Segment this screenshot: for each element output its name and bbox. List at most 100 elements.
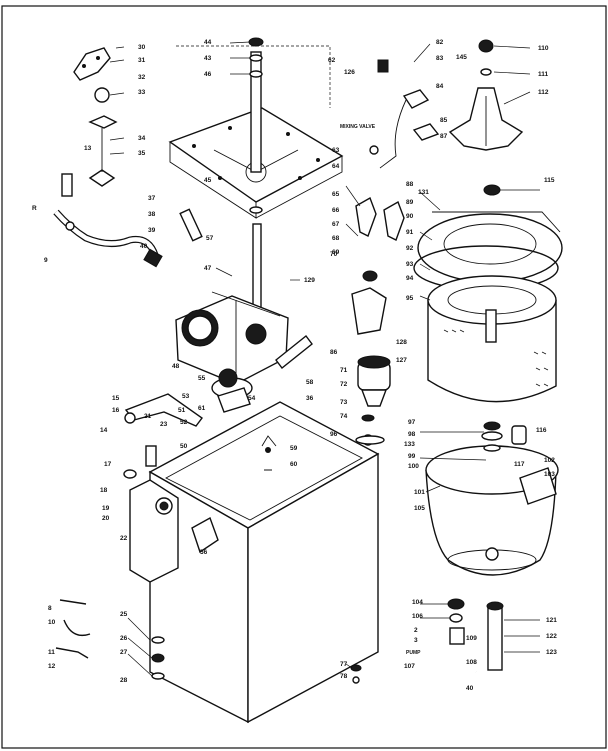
callout-17: 17 (104, 461, 112, 468)
callout-44: 44 (204, 39, 212, 46)
callout-111: 111 (538, 71, 549, 78)
callout-R: R (32, 205, 37, 212)
callout-121: 121 (546, 617, 557, 624)
callout-40: 40 (140, 243, 148, 250)
callout-13: 13 (84, 145, 92, 152)
callout-31: 31 (138, 57, 146, 64)
callout-43: 43 (204, 55, 212, 62)
callout-83: 83 (436, 55, 444, 62)
callout-66: 66 (332, 207, 340, 214)
callout-112: 112 (538, 89, 549, 96)
callout-45: 45 (204, 177, 212, 184)
callout-126: 126 (344, 69, 355, 76)
pulley-belt-parts (179, 208, 313, 413)
drain-hose (53, 209, 163, 268)
callout-pump: PUMP (406, 650, 421, 656)
callout-3: 3 (414, 637, 418, 644)
drawing-frame (1, 5, 607, 749)
callout-37: 37 (148, 195, 156, 202)
callout-65: 65 (332, 191, 340, 198)
callout-34: 34 (138, 135, 146, 142)
callout-61: 61 (198, 405, 206, 412)
callout-85: 85 (440, 117, 448, 124)
callout-145: 145 (456, 54, 467, 61)
callout-92: 92 (406, 245, 414, 252)
callout-26: 26 (120, 635, 128, 642)
callout-116: 116 (536, 427, 547, 434)
callout-46: 46 (204, 71, 212, 78)
callout-97: 97 (408, 419, 416, 426)
transmission-assembly (175, 291, 289, 399)
callout-51: 51 (178, 407, 186, 414)
callout-59: 59 (290, 445, 298, 452)
callout-128: 128 (396, 339, 407, 346)
callout-101: 101 (414, 489, 425, 496)
callout-21: 21 (144, 413, 152, 420)
callout-73: 73 (340, 399, 348, 406)
callout-99: 99 (408, 453, 416, 460)
callout-110: 110 (538, 45, 549, 52)
top-bracket-assembly (73, 47, 118, 187)
callout-32: 32 (138, 74, 146, 81)
callout-117: 117 (514, 461, 525, 468)
outer-drain-tub (425, 445, 559, 576)
agitator-assembly (448, 39, 524, 196)
leader-lines (109, 41, 540, 677)
callout-16: 16 (112, 407, 120, 414)
callout-90: 90 (406, 213, 414, 220)
callout-77: 77 (340, 661, 348, 668)
callout-18: 18 (100, 487, 108, 494)
callout-108: 108 (466, 659, 477, 666)
callout-57: 57 (206, 235, 214, 242)
callout-39: 39 (148, 227, 156, 234)
callout-11: 11 (48, 649, 55, 656)
callout-28: 28 (120, 677, 128, 684)
callout-109: 109 (466, 635, 477, 642)
callout-35: 35 (138, 150, 146, 157)
callout-69: 69 (332, 249, 340, 256)
callout-86: 86 (330, 349, 338, 356)
callout-mixing-valve: MIXING VALVE (340, 124, 376, 130)
callout-30: 30 (138, 44, 146, 51)
callout-50: 50 (180, 443, 188, 450)
callout-98: 98 (408, 431, 416, 438)
callout-25: 25 (120, 611, 128, 618)
callout-40-lower: 40 (466, 685, 474, 692)
callout-67: 67 (332, 221, 340, 228)
callout-78: 78 (340, 673, 348, 680)
callout-23: 23 (160, 421, 168, 428)
callout-62: 62 (328, 57, 336, 64)
pump-assembly (416, 598, 504, 695)
callout-55: 55 (198, 375, 206, 382)
callout-54: 54 (248, 395, 256, 402)
callout-27: 27 (120, 649, 128, 656)
callout-labels: 30 31 32 33 34 35 13 R 9 40 44 43 46 62 … (32, 39, 557, 692)
motor-assembly (351, 196, 405, 446)
callout-63: 63 (332, 147, 340, 154)
callout-53: 53 (182, 393, 190, 400)
callout-10: 10 (48, 619, 56, 626)
spin-basket (427, 275, 557, 403)
callout-95: 95 (406, 295, 414, 302)
callout-70: 70 (330, 251, 338, 258)
callout-60: 60 (290, 461, 298, 468)
callout-71: 71 (340, 367, 348, 374)
callout-84: 84 (436, 83, 444, 90)
callout-93: 93 (406, 261, 414, 268)
base-plate-assembly (168, 37, 344, 219)
callout-19: 19 (102, 505, 110, 512)
cabinet-legs (151, 636, 362, 684)
callout-9: 9 (44, 257, 48, 264)
callout-104: 104 (412, 599, 423, 606)
callout-96: 96 (330, 431, 338, 438)
callout-131: 131 (418, 189, 429, 196)
callout-33: 33 (138, 89, 146, 96)
callout-103: 103 (544, 471, 555, 478)
callout-94: 94 (406, 275, 414, 282)
callout-52: 52 (180, 419, 188, 426)
callout-91: 91 (406, 229, 414, 236)
callout-22: 22 (120, 535, 128, 542)
cabinet-side-panel (129, 479, 219, 583)
